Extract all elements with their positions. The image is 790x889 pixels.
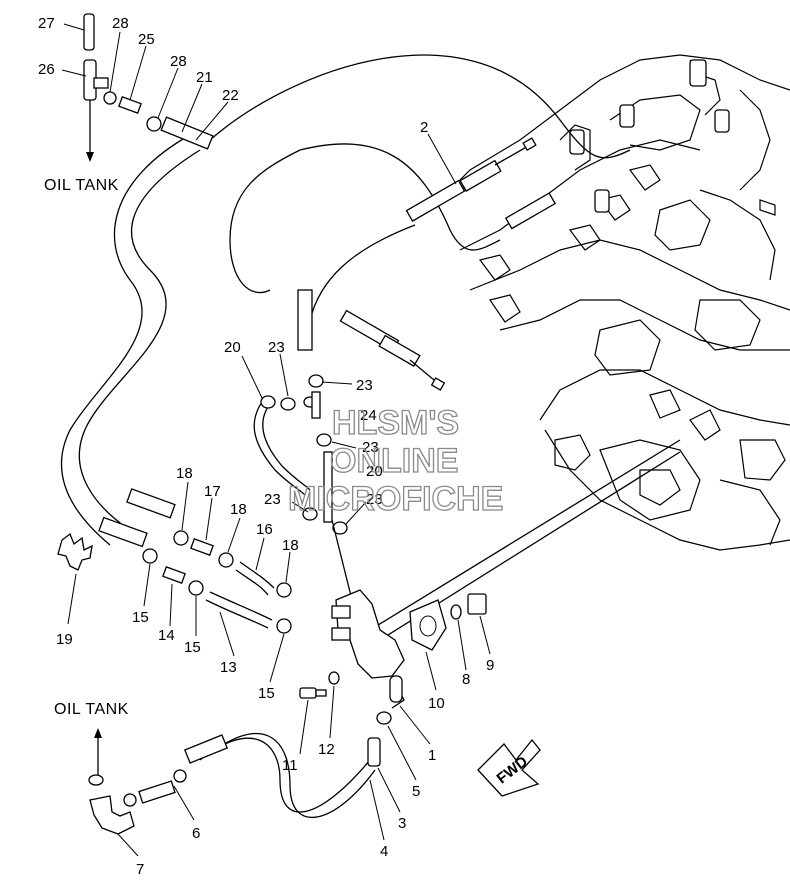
callout-15-b: 15 <box>184 639 201 656</box>
hose-connectors-left <box>98 488 292 634</box>
callout-18-b: 18 <box>230 501 247 518</box>
callout-21: 21 <box>196 69 213 86</box>
callout-23-d: 23 <box>264 491 281 508</box>
callout-1: 1 <box>428 747 436 764</box>
clip-28-top <box>103 91 162 132</box>
callout-18-c: 18 <box>282 537 299 554</box>
fwd-arrow: FWD <box>477 738 541 797</box>
callout-20-top: 20 <box>224 339 241 356</box>
engine-cap-1 <box>569 59 730 213</box>
oil-tank-arrow-top <box>86 100 94 162</box>
callout-25: 25 <box>138 31 155 48</box>
plug-9 <box>467 593 487 615</box>
callout-17: 17 <box>204 483 221 500</box>
impeller-19 <box>57 532 93 571</box>
fitting-3 <box>367 737 381 767</box>
callout-15-c: 15 <box>258 685 275 702</box>
callout-19: 19 <box>56 631 73 648</box>
callout-2: 2 <box>420 119 428 136</box>
oring-8 <box>450 604 462 620</box>
callout-9: 9 <box>486 657 494 674</box>
watermark: HLSM'S ONLINE MICROFICHE <box>287 403 504 518</box>
callout-4: 4 <box>380 843 388 860</box>
callout-24: 24 <box>360 407 377 424</box>
watermark-line-1: HLSM'S <box>332 404 459 442</box>
callout-16: 16 <box>256 521 273 538</box>
callout-8: 8 <box>462 671 470 688</box>
callout-28-second: 28 <box>170 53 187 70</box>
callout-14: 14 <box>158 627 175 644</box>
callout-20-mid: 20 <box>366 463 383 480</box>
oil-tank-label-top: OIL TANK <box>44 177 119 194</box>
gasket-10 <box>409 599 447 651</box>
callout-15-a: 15 <box>132 609 149 626</box>
washer-12 <box>328 671 340 685</box>
callout-3: 3 <box>398 815 406 832</box>
callout-10: 10 <box>428 695 445 712</box>
labels: OIL TANK OIL TANK 27 26 28 25 28 21 22 2… <box>38 15 494 878</box>
nipple-25 <box>118 96 142 114</box>
hose-end-21-22 <box>160 116 214 150</box>
hose-20 <box>253 401 311 496</box>
callout-23-e: 23 <box>366 491 383 508</box>
elbow-7 <box>89 795 135 835</box>
fitting-27 <box>83 13 95 51</box>
oil-pump <box>331 589 405 709</box>
rod-20b <box>323 451 353 601</box>
oil-tank-arrow-bottom <box>88 728 104 786</box>
callout-5: 5 <box>412 783 420 800</box>
callout-12: 12 <box>318 741 335 758</box>
callout-28-top: 28 <box>112 15 129 32</box>
watermark-line-2: ONLINE <box>330 442 458 480</box>
leader-lines <box>61 23 491 857</box>
joint-24 <box>311 391 321 419</box>
callout-27: 27 <box>38 15 55 32</box>
hose-end-bottom <box>183 734 229 764</box>
bolt-11 <box>299 687 327 699</box>
oil-tank-label-bottom: OIL TANK <box>54 701 129 718</box>
callout-18-a: 18 <box>176 465 193 482</box>
hose-16 <box>235 561 275 596</box>
callout-26: 26 <box>38 61 55 78</box>
callout-11: 11 <box>282 757 298 774</box>
fitting-26 <box>83 59 109 101</box>
hose-13 <box>205 591 273 629</box>
callout-23-a: 23 <box>268 339 285 356</box>
fitting-6 <box>123 769 187 807</box>
callout-6: 6 <box>192 825 200 842</box>
callout-22: 22 <box>222 87 239 104</box>
cable-2 <box>297 137 557 391</box>
engine-block <box>439 54 790 551</box>
clip-5 <box>376 711 392 725</box>
watermark-line-3: MICROFICHE <box>288 480 503 518</box>
callout-23-b: 23 <box>356 377 373 394</box>
callout-23-c: 23 <box>362 439 379 456</box>
callout-7: 7 <box>136 861 144 878</box>
callout-13: 13 <box>220 659 237 676</box>
